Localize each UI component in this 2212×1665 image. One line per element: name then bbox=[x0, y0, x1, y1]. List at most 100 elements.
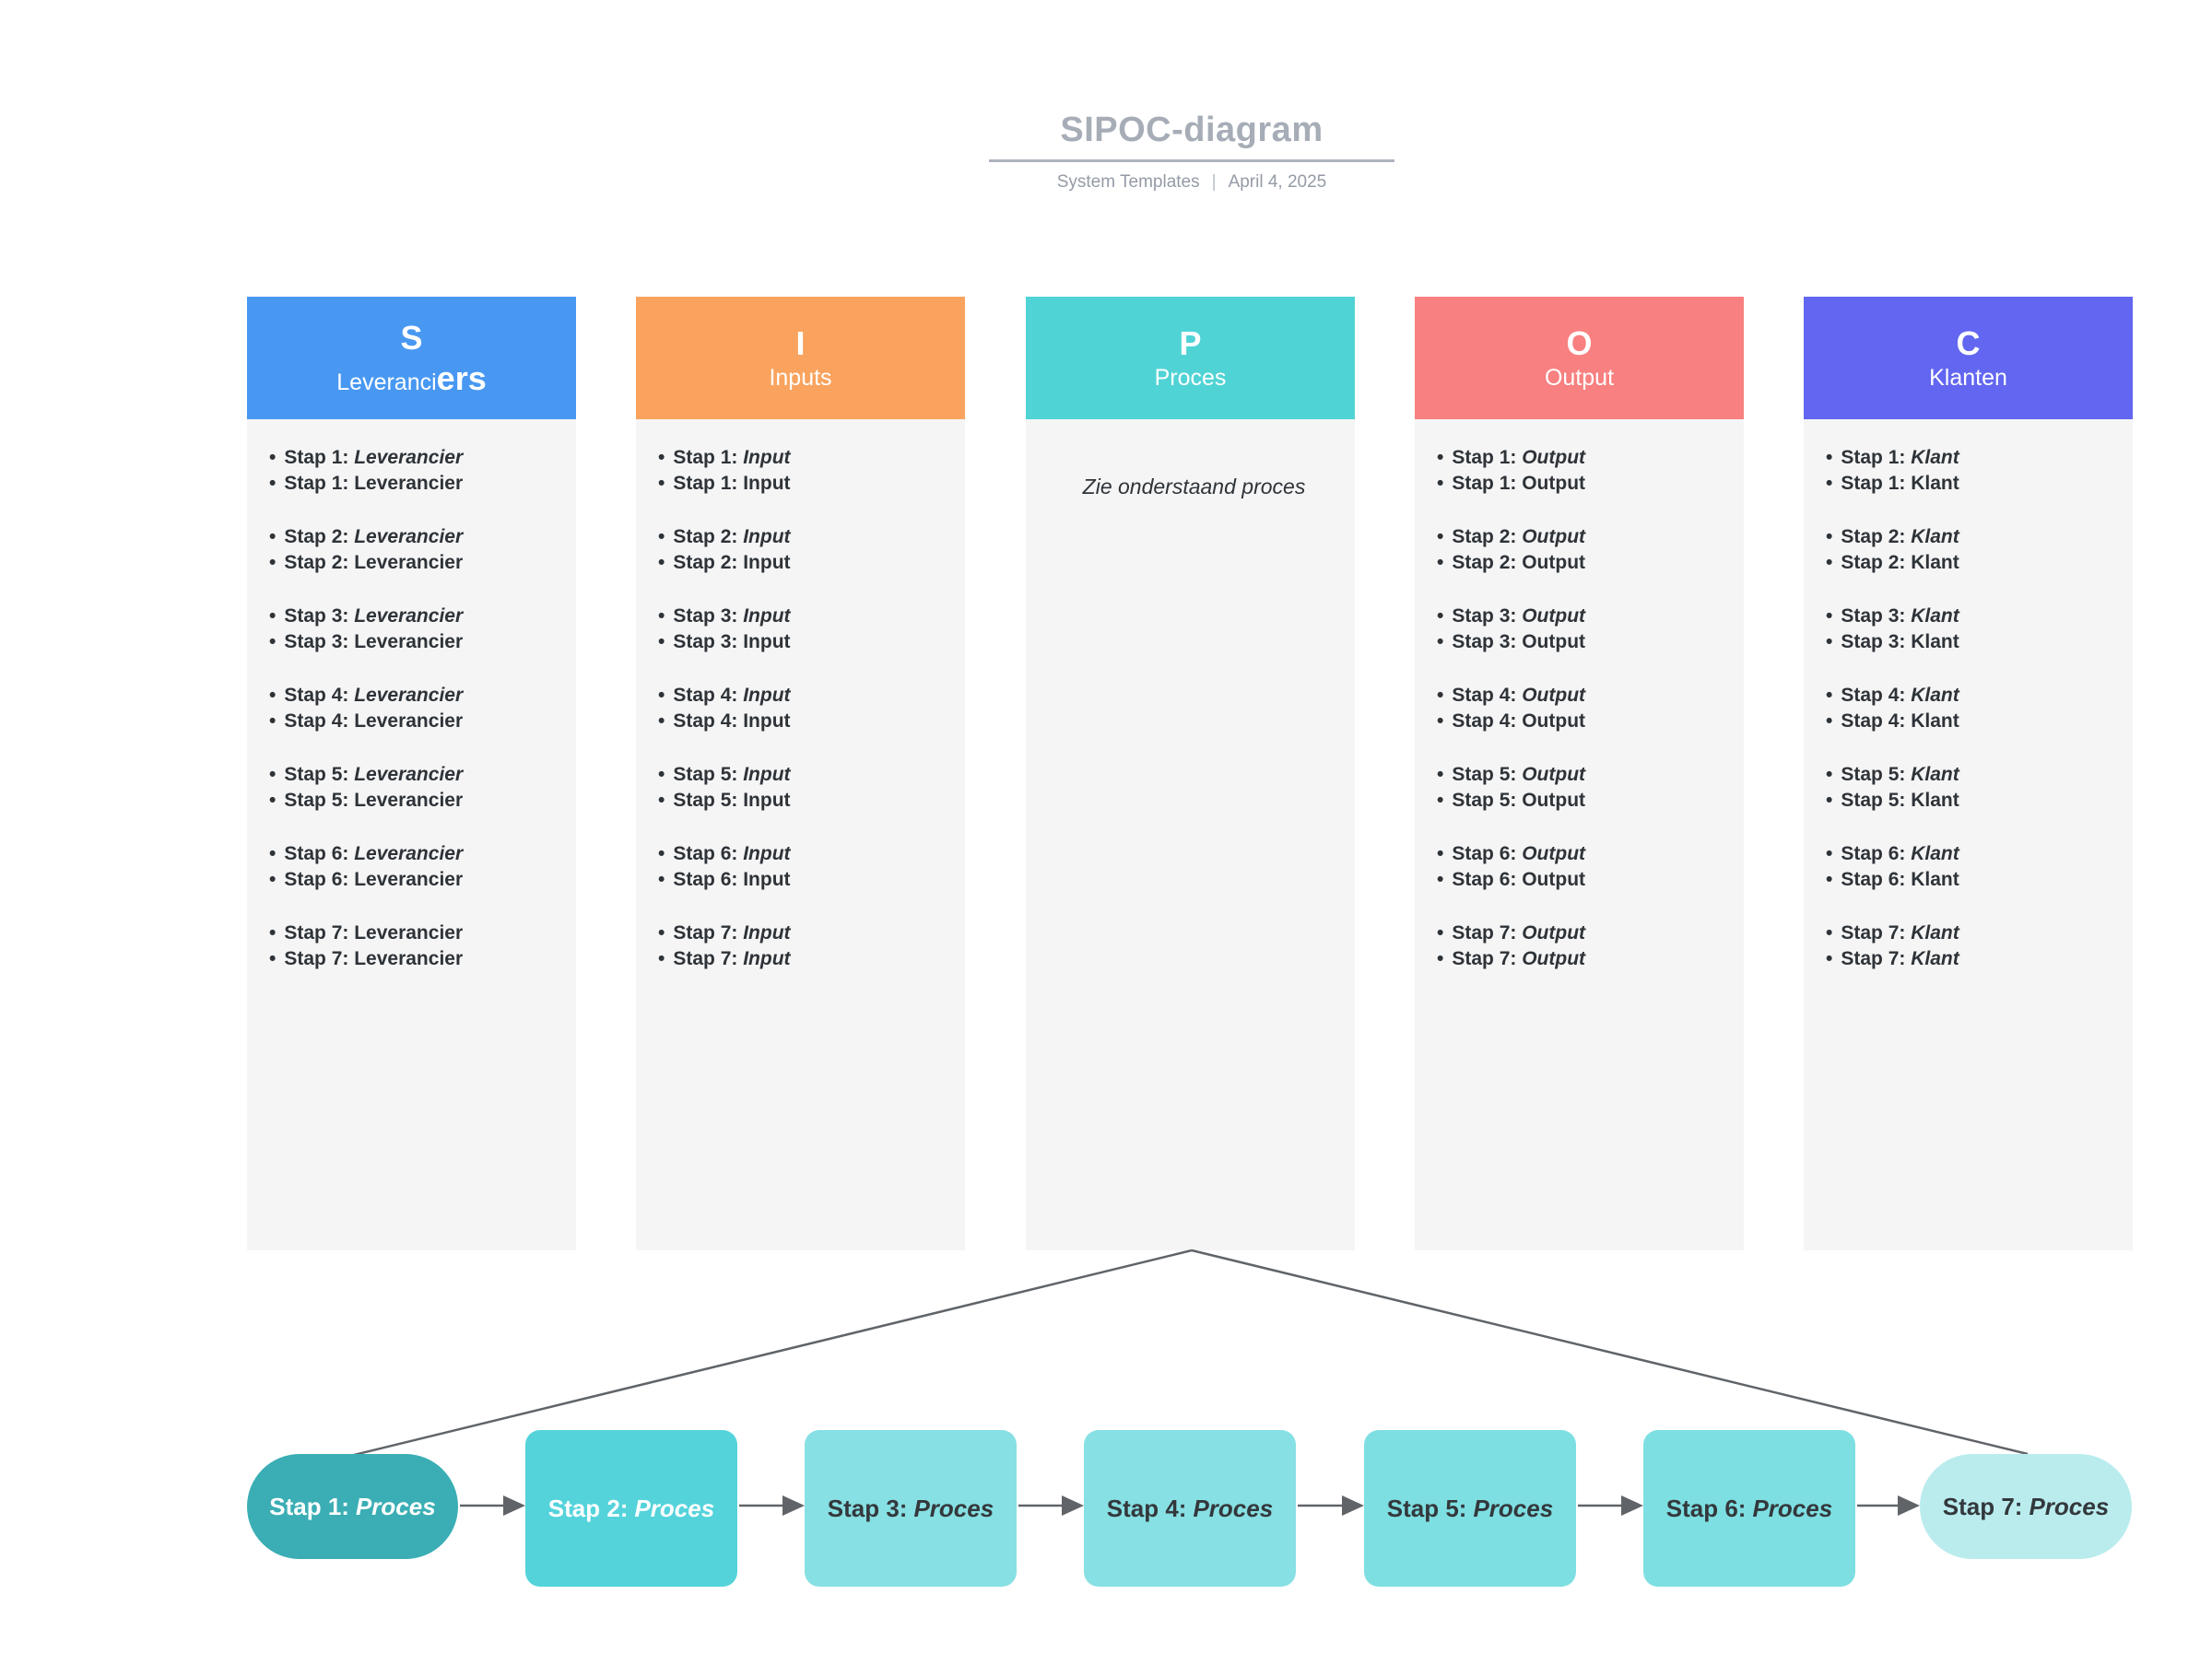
bullet-icon: • bbox=[269, 447, 276, 468]
entry-term: Output bbox=[1522, 922, 1586, 944]
entry-prefix: Stap 2: bbox=[1841, 552, 1912, 573]
entry-prefix: Stap 5: bbox=[1841, 790, 1912, 811]
entry-prefix: Stap 2: bbox=[1841, 526, 1912, 547]
sipoc-entry: •Stap 5: Input bbox=[658, 788, 950, 814]
bullet-icon: • bbox=[1826, 948, 1833, 969]
column-body-inputs: •Stap 1: Input•Stap 1: Input•Stap 2: Inp… bbox=[636, 419, 965, 1250]
step-group: •Stap 1: Input•Stap 1: Input bbox=[658, 445, 950, 497]
bullet-icon: • bbox=[1437, 526, 1444, 547]
entry-term: Output bbox=[1522, 605, 1586, 627]
entry-prefix: Stap 6: bbox=[284, 843, 355, 864]
step-group: •Stap 1: Output•Stap 1: Output bbox=[1437, 445, 1729, 497]
entry-term: Leverancier bbox=[354, 552, 464, 573]
sipoc-entry: •Stap 3: Leverancier bbox=[269, 604, 561, 629]
sipoc-entry: •Stap 3: Leverancier bbox=[269, 629, 561, 655]
sipoc-entry: •Stap 1: Leverancier bbox=[269, 471, 561, 497]
bullet-icon: • bbox=[269, 710, 276, 732]
bullet-icon: • bbox=[658, 447, 665, 468]
step-group: •Stap 1: Klant•Stap 1: Klant bbox=[1826, 445, 2118, 497]
sipoc-entry: •Stap 4: Output bbox=[1437, 709, 1729, 734]
sipoc-entry: •Stap 5: Klant bbox=[1826, 762, 2118, 788]
sipoc-entry: •Stap 1: Input bbox=[658, 471, 950, 497]
step-prefix: Stap 5: bbox=[1386, 1494, 1467, 1522]
step-group: •Stap 2: Klant•Stap 2: Klant bbox=[1826, 524, 2118, 576]
sipoc-entry: •Stap 4: Leverancier bbox=[269, 709, 561, 734]
arrow-icon bbox=[782, 1495, 805, 1516]
bullet-icon: • bbox=[1826, 869, 1833, 890]
entry-prefix: Stap 7: bbox=[1452, 922, 1523, 944]
step-group: •Stap 7: Klant•Stap 7: Klant bbox=[1826, 920, 2118, 972]
bullet-icon: • bbox=[1437, 631, 1444, 652]
entry-prefix: Stap 1: bbox=[673, 447, 744, 468]
entry-prefix: Stap 6: bbox=[1452, 869, 1523, 890]
sipoc-entry: •Stap 6: Leverancier bbox=[269, 867, 561, 893]
entry-term: Leverancier bbox=[354, 869, 464, 890]
bullet-icon: • bbox=[1826, 790, 1833, 811]
bullet-icon: • bbox=[1826, 447, 1833, 468]
entry-prefix: Stap 2: bbox=[1452, 526, 1523, 547]
arrow-icon bbox=[1898, 1495, 1920, 1516]
entry-term: Input bbox=[743, 526, 791, 547]
bullet-icon: • bbox=[1826, 710, 1833, 732]
step-term: Proces bbox=[1473, 1494, 1554, 1522]
bullet-icon: • bbox=[658, 685, 665, 706]
sipoc-entry: •Stap 2: Output bbox=[1437, 524, 1729, 550]
arrow-icon bbox=[1621, 1495, 1643, 1516]
entry-prefix: Stap 6: bbox=[284, 869, 355, 890]
step-group: •Stap 7: Input•Stap 7: Input bbox=[658, 920, 950, 972]
process-link-right bbox=[1191, 1249, 2029, 1456]
entry-prefix: Stap 4: bbox=[1841, 710, 1912, 732]
entry-term: Input bbox=[743, 843, 791, 864]
bullet-icon: • bbox=[1437, 869, 1444, 890]
bullet-icon: • bbox=[269, 948, 276, 969]
column-body-suppliers: •Stap 1: Leverancier•Stap 1: Leverancier… bbox=[247, 419, 576, 1250]
bullet-icon: • bbox=[269, 685, 276, 706]
step-group: •Stap 7: Output•Stap 7: Output bbox=[1437, 920, 1729, 972]
bullet-icon: • bbox=[269, 605, 276, 627]
sipoc-entry: •Stap 6: Leverancier bbox=[269, 841, 561, 867]
sipoc-entry: •Stap 3: Klant bbox=[1826, 604, 2118, 629]
sipoc-entry: •Stap 7: Output bbox=[1437, 946, 1729, 972]
step-prefix: Stap 3: bbox=[827, 1494, 908, 1522]
step-group: •Stap 3: Input•Stap 3: Input bbox=[658, 604, 950, 655]
bullet-icon: • bbox=[1826, 843, 1833, 864]
step-group: •Stap 3: Output•Stap 3: Output bbox=[1437, 604, 1729, 655]
process-link-left bbox=[349, 1249, 1193, 1458]
entry-term: Output bbox=[1522, 710, 1586, 732]
entry-term: Leverancier bbox=[354, 790, 464, 811]
entry-term: Klant bbox=[1911, 552, 1959, 573]
sipoc-entry: •Stap 2: Klant bbox=[1826, 524, 2118, 550]
column-label: Proces bbox=[1154, 365, 1227, 392]
step-prefix: Stap 2: bbox=[547, 1494, 629, 1522]
bullet-icon: • bbox=[1437, 473, 1444, 494]
bullet-icon: • bbox=[658, 922, 665, 944]
bullet-icon: • bbox=[269, 764, 276, 785]
bullet-icon: • bbox=[658, 605, 665, 627]
column-body-process: Zie onderstaand proces bbox=[1026, 419, 1355, 1250]
process-step-5: Stap 5:Proces bbox=[1364, 1430, 1576, 1587]
sipoc-entry: •Stap 7: Leverancier bbox=[269, 946, 561, 972]
entry-term: Input bbox=[743, 685, 791, 706]
bullet-icon: • bbox=[1826, 631, 1833, 652]
entry-prefix: Stap 2: bbox=[673, 526, 744, 547]
step-group: •Stap 5: Leverancier•Stap 5: Leverancier bbox=[269, 762, 561, 814]
sipoc-entry: •Stap 1: Output bbox=[1437, 471, 1729, 497]
sipoc-entry: •Stap 3: Klant bbox=[1826, 629, 2118, 655]
entry-term: Klant bbox=[1911, 526, 1959, 547]
step-term: Proces bbox=[355, 1492, 436, 1520]
sipoc-entry: •Stap 7: Input bbox=[658, 920, 950, 946]
entry-term: Output bbox=[1522, 552, 1586, 573]
bullet-icon: • bbox=[1437, 922, 1444, 944]
subtitle: System Templates|April 4, 2025 bbox=[915, 172, 1468, 193]
entry-term: Leverancier bbox=[354, 526, 464, 547]
bullet-icon: • bbox=[1437, 552, 1444, 573]
column-label: Output bbox=[1544, 365, 1615, 392]
entry-term: Leverancier bbox=[354, 473, 464, 494]
step-term: Proces bbox=[1752, 1494, 1833, 1522]
bullet-icon: • bbox=[658, 631, 665, 652]
entry-prefix: Stap 6: bbox=[1841, 869, 1912, 890]
